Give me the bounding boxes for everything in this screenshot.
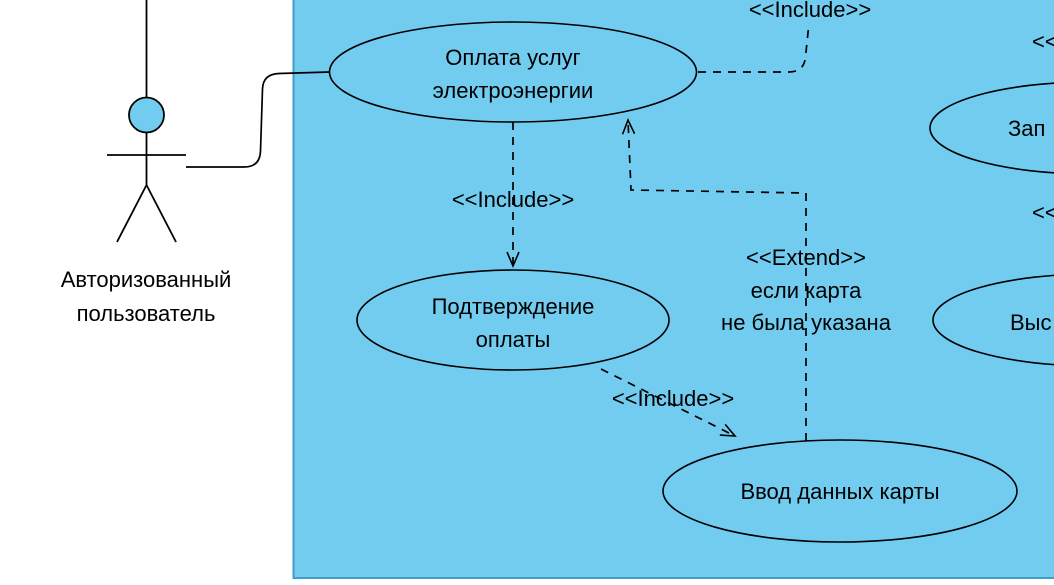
usecase-partial-right-bottom (932, 274, 1054, 366)
usecase-pay-label-line2: электроэнергии (433, 78, 594, 103)
partial-stereotype-right-top: << (1032, 29, 1054, 54)
actor-leg-left (116, 184, 148, 243)
include-top-label: <<Include>> (749, 0, 871, 22)
usecase-enter-card-data (662, 439, 1018, 543)
association-actor-payment (186, 71, 331, 168)
include-edge-confirmation-card (600, 368, 735, 436)
partial-stereotype-right-mid: << (1032, 200, 1054, 225)
extend-label-line2: если карта (751, 278, 862, 303)
usecase-partial-top-label: Зап (1008, 116, 1045, 141)
usecase-card-label: Ввод данных карты (740, 479, 939, 504)
usecase-pay-label-line1: Оплата услуг (445, 45, 580, 70)
usecase-pay-electricity (328, 21, 698, 123)
actor-authorized-user (107, 0, 186, 243)
include-confirmation-card-label: <<Include>> (612, 386, 734, 411)
include-edge-payment-right (698, 22, 810, 73)
extend-label-line1: <<Extend>> (746, 245, 866, 270)
usecase-confirm-label-line1: Подтверждение (432, 294, 595, 319)
actor-label-line2: пользователь (77, 301, 216, 326)
extend-label-line3: не была указана (721, 310, 892, 335)
extend-edge-card-payment (628, 120, 807, 441)
usecase-partial-bottom-label: Выс (1010, 310, 1052, 335)
usecase-confirm-payment (356, 269, 670, 371)
include-payment-confirmation-label: <<Include>> (452, 187, 574, 212)
actor-label-line1: Авторизованный (61, 267, 232, 292)
actor-head (128, 96, 165, 134)
usecase-partial-right-top (929, 82, 1054, 174)
actor-leg-right (145, 184, 177, 243)
usecase-confirm-label-line2: оплаты (476, 327, 551, 352)
